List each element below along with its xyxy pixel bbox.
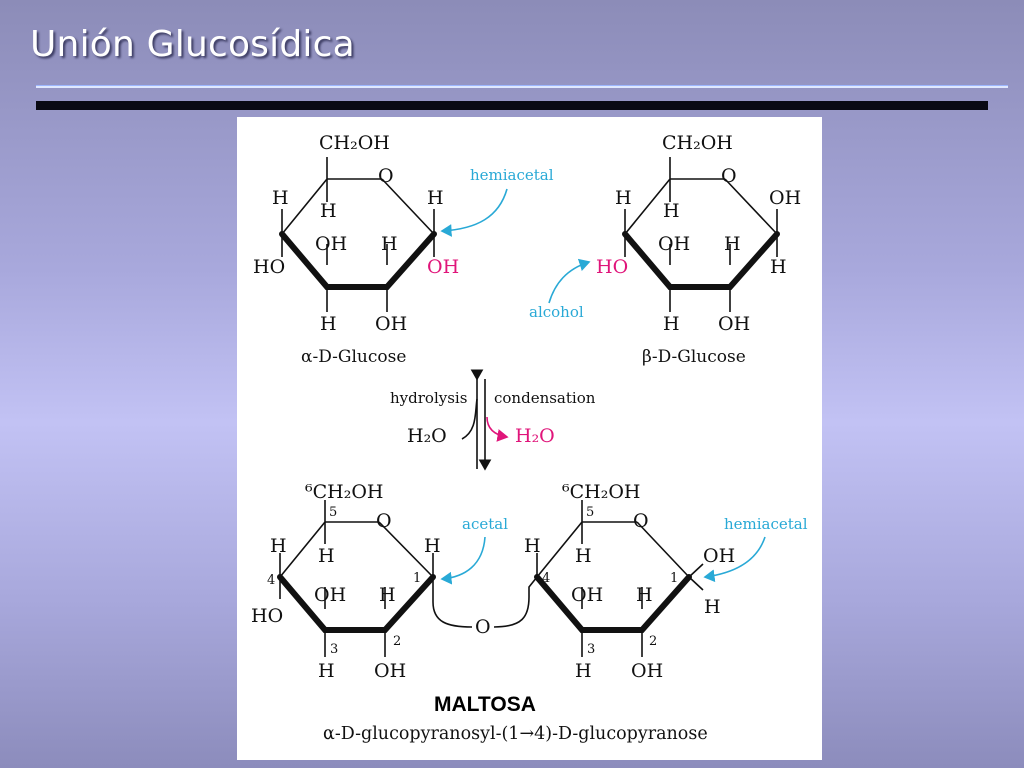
alpha-h-c1: H <box>427 187 444 209</box>
maltose-diagram: CH₂OH O H H H HO OH H OH H OH α-D-Glucos… <box>251 132 808 744</box>
glycosidic-bond <box>432 576 538 628</box>
beta-ch2oh: CH₂OH <box>662 132 733 154</box>
acetal-label: acetal <box>462 515 508 533</box>
maltose-right-h-c1: H <box>704 596 721 618</box>
maltose-left-front-edge <box>277 574 436 633</box>
maltose-left-num4: 4 <box>267 573 275 588</box>
maltose-right-ring-oxygen: O <box>633 510 649 532</box>
alcohol-label: alcohol <box>529 303 584 321</box>
beta-oh-c3: OH <box>658 233 690 255</box>
alcohol-arrow <box>548 258 591 304</box>
beta-h-c2: H <box>724 233 741 255</box>
alpha-h-c2: H <box>381 233 398 255</box>
maltose-right-h-c5: H <box>575 545 592 567</box>
maltose-left-h-c4: H <box>270 535 287 557</box>
maltose-right-ring-bonds <box>536 500 690 578</box>
maltose-left-num3: 3 <box>330 642 338 657</box>
maltose-right-num3: 3 <box>587 642 595 657</box>
acetal-arrow <box>440 536 486 585</box>
maltose-left-h-c1: H <box>424 535 441 557</box>
hydrolysis-label: hydrolysis <box>390 389 467 407</box>
maltose-right-substituent-bonds <box>536 522 704 657</box>
maltose-right-num2: 2 <box>649 634 657 649</box>
maltose-left-h-c3: H <box>318 660 335 682</box>
h2o-out-curve <box>486 416 509 442</box>
beta-glucose-structure: CH₂OH O H H OH HO OH H H H OH β-D-Glucos… <box>596 132 801 367</box>
beta-ring-front-edge <box>622 231 780 290</box>
beta-h-c1: H <box>770 256 787 278</box>
beta-ring-bonds <box>624 157 778 235</box>
maltose-left-num1: 1 <box>413 571 421 586</box>
condensation-label: condensation <box>494 389 596 407</box>
glycosidic-oxygen: O <box>475 616 491 638</box>
hemiacetal-label-top: hemiacetal <box>470 166 554 184</box>
maltose-right-oh-c1: OH <box>703 545 735 567</box>
hemiacetal-label-bottom: hemiacetal <box>724 515 808 533</box>
title-rule-thin <box>36 85 1008 88</box>
maltose-left-h-c5: H <box>318 545 335 567</box>
alpha-h-c4: H <box>272 187 289 209</box>
alpha-ring-front-edge <box>279 231 437 290</box>
beta-h-c5: H <box>663 200 680 222</box>
maltose-left-ring-bonds <box>279 500 434 578</box>
maltose-right-front-edge <box>534 574 692 633</box>
maltose-left-ho-c4: HO <box>251 605 283 627</box>
maltose-left-substituent-bonds <box>279 522 434 657</box>
maltose-right-oh-c3: OH <box>571 584 603 606</box>
beta-h-c4: H <box>615 187 632 209</box>
maltose-right-h-c3: H <box>575 660 592 682</box>
maltose-left-oh-c2: OH <box>374 660 406 682</box>
maltose-left-num2: 2 <box>393 634 401 649</box>
maltose-right-h-c4: H <box>524 535 541 557</box>
slide-title: Unión Glucosídica <box>30 24 355 65</box>
alpha-glucose-name: α-D-Glucose <box>301 347 406 367</box>
alpha-ch2oh: CH₂OH <box>319 132 390 154</box>
beta-glucose-name: β-D-Glucose <box>642 347 746 367</box>
h2o-in-curve <box>461 398 478 440</box>
alpha-glucose-structure: CH₂OH O H H H HO OH H OH H OH α-D-Glucos… <box>253 132 459 367</box>
alpha-h-c3: H <box>320 313 337 335</box>
maltose-left-unit: ⁶CH₂OH 5 O H H H 4 1 HO OH H 3 2 H OH <box>251 481 441 682</box>
alpha-substituent-bonds <box>281 179 435 312</box>
maltose-right-unit: ⁶CH₂OH 5 O H H OH 4 1 H OH H 3 2 H OH <box>524 481 735 682</box>
alpha-h-c5: H <box>320 200 337 222</box>
alpha-ring-oxygen: O <box>378 165 394 187</box>
maltose-formation-figure: CH₂OH O H H H HO OH H OH H OH α-D-Glucos… <box>237 117 822 760</box>
beta-substituent-bonds <box>624 179 778 312</box>
maltose-right-ch2oh: ⁶CH₂OH <box>562 481 641 503</box>
reaction-arrows: hydrolysis condensation H₂O H₂O <box>390 369 596 471</box>
maltose-right-num1: 1 <box>670 571 678 586</box>
maltose-left-num5: 5 <box>329 505 337 520</box>
title-rule-thick <box>36 101 988 110</box>
maltose-left-h-c2: H <box>379 584 396 606</box>
alpha-ho-c4: HO <box>253 256 285 278</box>
maltose-right-h-c2: H <box>636 584 653 606</box>
maltose-systematic-name: α-D-glucopyranosyl-(1→4)-D-glucopyranose <box>323 724 708 744</box>
beta-h-c3: H <box>663 313 680 335</box>
alpha-oh-c1: OH <box>427 256 459 278</box>
hemiacetal-arrow-bottom <box>703 536 766 583</box>
beta-ring-oxygen: O <box>721 165 737 187</box>
maltose-left-ch2oh: ⁶CH₂OH <box>305 481 384 503</box>
maltose-right-num4: 4 <box>542 571 550 586</box>
hemiacetal-arrow-top <box>440 188 508 237</box>
maltose-left-ring-oxygen: O <box>376 510 392 532</box>
alpha-oh-c3: OH <box>315 233 347 255</box>
alpha-ring-bonds <box>281 157 435 235</box>
alpha-oh-c2: OH <box>375 313 407 335</box>
h2o-right: H₂O <box>515 425 555 447</box>
h2o-left: H₂O <box>407 425 447 447</box>
maltose-left-oh-c3: OH <box>314 584 346 606</box>
maltose-right-num5: 5 <box>586 505 594 520</box>
maltose-right-oh-c2: OH <box>631 660 663 682</box>
maltose-label: MALTOSA <box>434 693 536 716</box>
beta-oh-c2: OH <box>718 313 750 335</box>
beta-oh-c1: OH <box>769 187 801 209</box>
beta-ho-c4: HO <box>596 256 628 278</box>
